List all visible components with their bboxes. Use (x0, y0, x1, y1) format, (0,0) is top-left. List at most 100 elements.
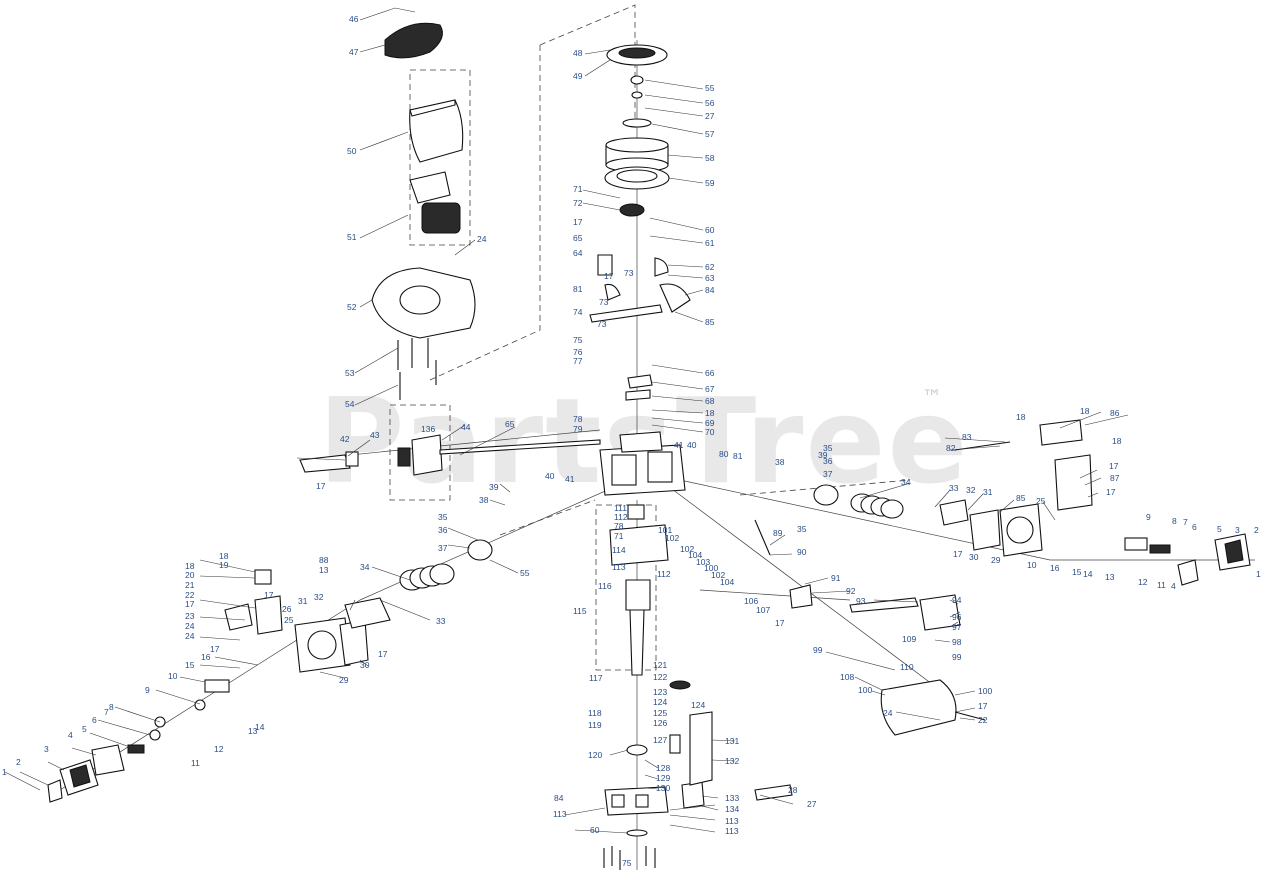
callout-92: 92 (846, 586, 856, 596)
callout-124b: 124 (691, 700, 705, 710)
callout-17h: 17 (1109, 461, 1119, 471)
callout-119: 119 (588, 720, 602, 730)
callout-17: 17 (573, 217, 583, 227)
callout-104b: 104 (720, 577, 734, 587)
governor-link (589, 304, 663, 323)
callout-25: 25 (284, 615, 294, 625)
callout-41: 41 (674, 440, 684, 450)
coil-bracket (659, 283, 691, 313)
callout-10: 10 (168, 671, 178, 681)
callout-labels: 46 47 50 51 52 53 54 24 48 49 55 56 27 5… (2, 14, 1261, 868)
callout-81b: 81 (733, 451, 743, 461)
callout-126: 126 (653, 718, 667, 728)
callout-123: 123 (653, 687, 667, 697)
piston-ring (880, 499, 904, 519)
callout-99: 99 (813, 645, 823, 655)
callout-65: 65 (573, 233, 583, 243)
callout-81: 81 (573, 284, 583, 294)
callout-41b: 41 (565, 474, 575, 484)
callout-78b: 78 (614, 521, 624, 531)
callout-37b: 37 (823, 469, 833, 479)
callout-18c: 18 (185, 561, 195, 571)
callout-114: 114 (612, 545, 626, 555)
callout-73c: 73 (597, 319, 607, 329)
upper-right-bracket (539, 4, 636, 130)
parts (47, 22, 1251, 837)
callout-40b: 40 (545, 471, 555, 481)
callout-17f: 17 (185, 599, 195, 609)
callout-15b: 15 (1072, 567, 1082, 577)
callout-2: 2 (16, 757, 21, 767)
callout-36: 36 (438, 525, 448, 535)
rocker-arm-right (1149, 544, 1171, 554)
callout-23: 23 (185, 611, 195, 621)
callout-34: 34 (360, 562, 370, 572)
callout-11b: 11 (1157, 580, 1166, 590)
callout-94: 94 (952, 595, 962, 605)
rocker-plate (625, 389, 651, 401)
callout-13: 13 (319, 565, 329, 575)
flywheel-hub (616, 169, 658, 183)
callout-39: 39 (489, 482, 499, 492)
callout-18e: 18 (1080, 406, 1090, 416)
callout-87: 87 (1110, 473, 1120, 483)
callout-121: 121 (653, 660, 667, 670)
crank-web (625, 579, 651, 611)
callout-112: 112 (614, 512, 628, 522)
callout-86: 86 (1110, 408, 1120, 418)
callout-4b: 4 (1171, 581, 1176, 591)
callout-3b: 3 (1235, 525, 1240, 535)
callout-12b: 12 (1138, 577, 1148, 587)
callout-24: 24 (477, 234, 487, 244)
callout-8b: 8 (1172, 516, 1177, 526)
head-gasket-right (969, 509, 1001, 551)
callout-62: 62 (705, 262, 715, 272)
block-bore-right (647, 451, 673, 483)
valve-cover-plate-left (224, 603, 253, 631)
callout-4: 4 (68, 730, 73, 740)
carburetor-bowl (397, 447, 411, 467)
callout-59: 59 (705, 178, 715, 188)
callout-93: 93 (856, 596, 866, 606)
callout-98: 98 (952, 637, 962, 647)
oil-fill-tube (669, 734, 681, 754)
callout-21: 21 (185, 580, 195, 590)
carburetor-group-box (389, 404, 451, 501)
callout-56: 56 (705, 98, 715, 108)
rocker-bracket (627, 374, 653, 389)
callout-73b: 73 (599, 297, 609, 307)
callout-117: 117 (589, 673, 603, 683)
callout-52: 52 (347, 302, 357, 312)
callout-1b: 1 (1256, 569, 1261, 579)
callout-120: 120 (588, 750, 602, 760)
callout-106: 106 (744, 596, 758, 606)
muffler-axis (659, 479, 941, 691)
callout-133: 133 (725, 793, 739, 803)
callout-91: 91 (831, 573, 841, 583)
callout-130: 130 (656, 783, 670, 793)
callout-12: 12 (214, 744, 224, 754)
callout-71b: 71 (614, 531, 624, 541)
callout-103: 103 (696, 557, 710, 567)
filter-housing-lip (409, 99, 456, 117)
callout-76: 76 (573, 347, 583, 357)
callout-74: 74 (573, 307, 583, 317)
callout-72: 72 (573, 198, 583, 208)
exhaust-elbow (789, 584, 813, 609)
muffler (880, 679, 957, 736)
callout-15: 15 (185, 660, 195, 670)
callout-47: 47 (349, 47, 359, 57)
callout-134: 134 (725, 804, 739, 814)
callout-84: 84 (705, 285, 715, 295)
fan-top (605, 137, 669, 153)
breather-left (254, 569, 272, 585)
callout-53: 53 (345, 368, 355, 378)
callout-71: 71 (573, 184, 583, 194)
callout-104: 104 (688, 550, 702, 560)
callout-49: 49 (573, 71, 583, 81)
callout-110: 110 (900, 662, 914, 672)
callout-17j: 17 (953, 549, 963, 559)
starter-cup (622, 118, 652, 128)
callout-3: 3 (44, 744, 49, 754)
callout-31b: 31 (983, 487, 993, 497)
